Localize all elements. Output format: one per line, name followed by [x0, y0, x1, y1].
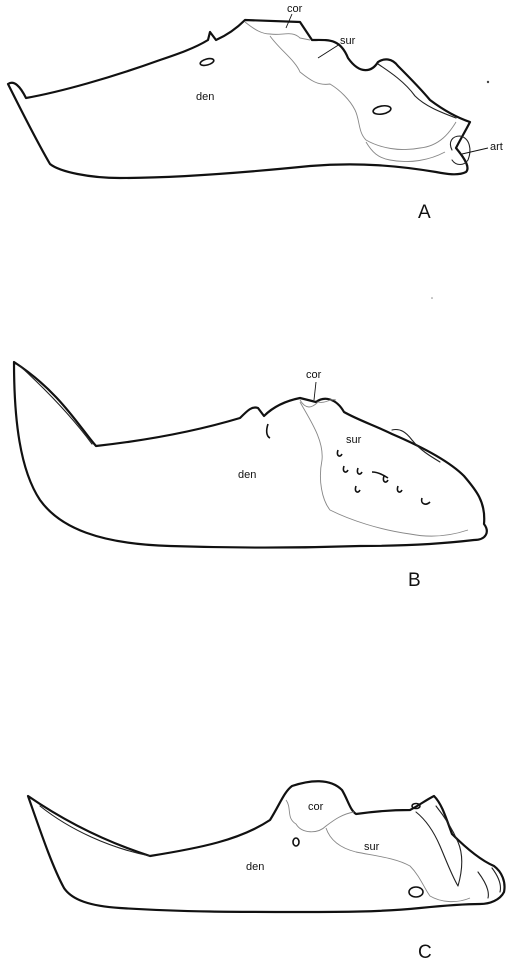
panel-a: cor sur den art A — [8, 3, 503, 223]
panel-c: cor sur den C — [28, 781, 505, 963]
mandible-c-coronoid-process — [416, 806, 462, 886]
label-den-c: den — [246, 861, 264, 873]
foramen-a-2 — [372, 104, 391, 115]
scan-speck-1 — [487, 81, 489, 83]
panel-label-c: C — [418, 942, 432, 963]
mandible-b-outline — [14, 362, 487, 548]
panel-label-b: B — [408, 570, 421, 591]
label-den-b: den — [238, 469, 256, 481]
mandible-c-outline — [28, 781, 505, 912]
suture-sur-a — [270, 36, 456, 150]
leader-sur-a — [318, 44, 340, 58]
pit-b-2 — [337, 450, 342, 456]
scan-speck-2 — [431, 297, 433, 299]
panel-label-a: A — [418, 202, 431, 223]
panel-b: cor sur den B — [14, 362, 487, 591]
pit-b-4 — [357, 468, 362, 474]
pit-b-3 — [343, 466, 348, 472]
suture-sur-b — [300, 402, 468, 536]
label-sur-a: sur — [340, 35, 356, 47]
label-art-a: art — [490, 141, 503, 153]
suture-cor-a — [245, 22, 310, 40]
label-cor-a: cor — [287, 3, 303, 15]
pit-b-8 — [397, 486, 402, 492]
pit-b-9 — [422, 498, 430, 504]
pit-b-1 — [267, 424, 270, 438]
pit-b-7 — [355, 486, 360, 492]
mandible-b-inner-ridge — [20, 366, 92, 444]
label-cor-b: cor — [306, 369, 322, 381]
foramen-a-1 — [199, 57, 214, 66]
mandible-c-articular — [478, 868, 501, 898]
leader-cor-b — [314, 382, 316, 400]
label-cor-c: cor — [308, 801, 324, 813]
leader-art-a — [462, 148, 488, 154]
label-sur-b: sur — [346, 434, 362, 446]
foramen-c-1 — [293, 838, 299, 846]
foramen-c-3 — [409, 887, 423, 897]
label-sur-c: sur — [364, 841, 380, 853]
mandible-a-outline — [8, 20, 470, 178]
label-den-a: den — [196, 91, 214, 103]
pit-b-5 — [372, 472, 388, 478]
